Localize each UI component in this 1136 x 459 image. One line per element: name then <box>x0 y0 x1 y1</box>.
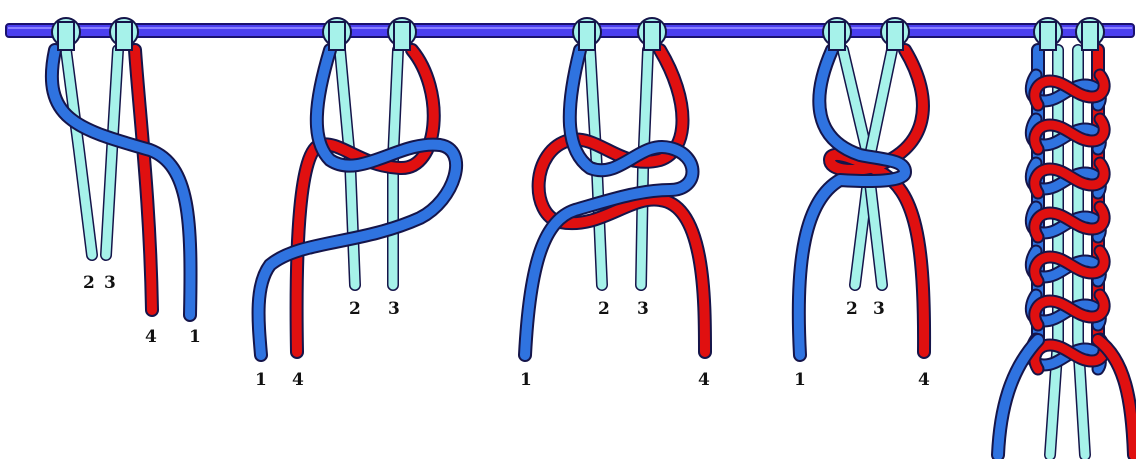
cord-label-3: 3 <box>873 299 885 319</box>
cord-label-2: 2 <box>846 299 858 319</box>
mounting-dowel <box>5 23 1135 38</box>
mounting-loop <box>387 17 417 51</box>
step-2-group: 2 3 1 4 <box>251 17 463 390</box>
sinnet-knot-red-loop <box>1030 70 1109 110</box>
cord-label-1: 1 <box>794 370 806 390</box>
filler-cord-3 <box>635 44 654 291</box>
step-5-sinnet-group <box>991 17 1136 459</box>
cord-label-4: 4 <box>918 370 930 390</box>
working-cord-4-red <box>289 43 441 359</box>
cord-label-3: 3 <box>104 273 116 293</box>
sinnet-knot-red-loop <box>1030 202 1109 242</box>
step-1-group: 2 3 4 1 <box>44 17 201 347</box>
step-4-group: 2 3 1 4 <box>791 17 932 390</box>
mounting-loop <box>880 17 910 51</box>
sinnet-tails <box>991 333 1136 459</box>
cord-label-3: 3 <box>388 299 400 319</box>
mounting-loop <box>822 17 852 51</box>
mounting-loop <box>1075 17 1105 51</box>
mounting-loop <box>637 17 667 51</box>
sinnet-knot-red-loop <box>1030 158 1109 198</box>
sinnet-knots <box>1024 68 1111 376</box>
step-3-group: 2 3 1 4 <box>518 17 712 390</box>
working-cord-4-red <box>531 43 712 359</box>
cord-label-1: 1 <box>189 327 201 347</box>
working-cord-1-blue <box>251 43 463 362</box>
cord-label-2: 2 <box>598 299 610 319</box>
working-cord-1-blue <box>518 43 700 362</box>
sinnet-knot-red-loop <box>1030 246 1109 286</box>
working-cord-4-red <box>128 43 159 317</box>
mounting-loop <box>1033 17 1063 51</box>
sinnet-knot-red-loop <box>1030 290 1109 330</box>
working-cord-1-blue <box>791 43 912 362</box>
working-cord-1-blue <box>44 43 198 322</box>
mounting-loop <box>51 17 81 51</box>
cord-label-2: 2 <box>83 273 95 293</box>
cord-label-1: 1 <box>255 370 267 390</box>
mounting-loop <box>572 17 602 51</box>
working-cord-4-red <box>823 43 932 359</box>
filler-cord-3 <box>100 44 124 261</box>
cord-label-3: 3 <box>637 299 649 319</box>
cord-label-4: 4 <box>292 370 304 390</box>
mounting-loop <box>322 17 352 51</box>
cord-label-2: 2 <box>349 299 361 319</box>
cord-label-4: 4 <box>145 327 157 347</box>
mounting-loop <box>109 17 139 51</box>
filler-cord-2 <box>60 44 98 261</box>
sinnet-knot-red-loop <box>1030 114 1109 154</box>
cord-label-4: 4 <box>698 370 710 390</box>
cord-label-1: 1 <box>520 370 532 390</box>
